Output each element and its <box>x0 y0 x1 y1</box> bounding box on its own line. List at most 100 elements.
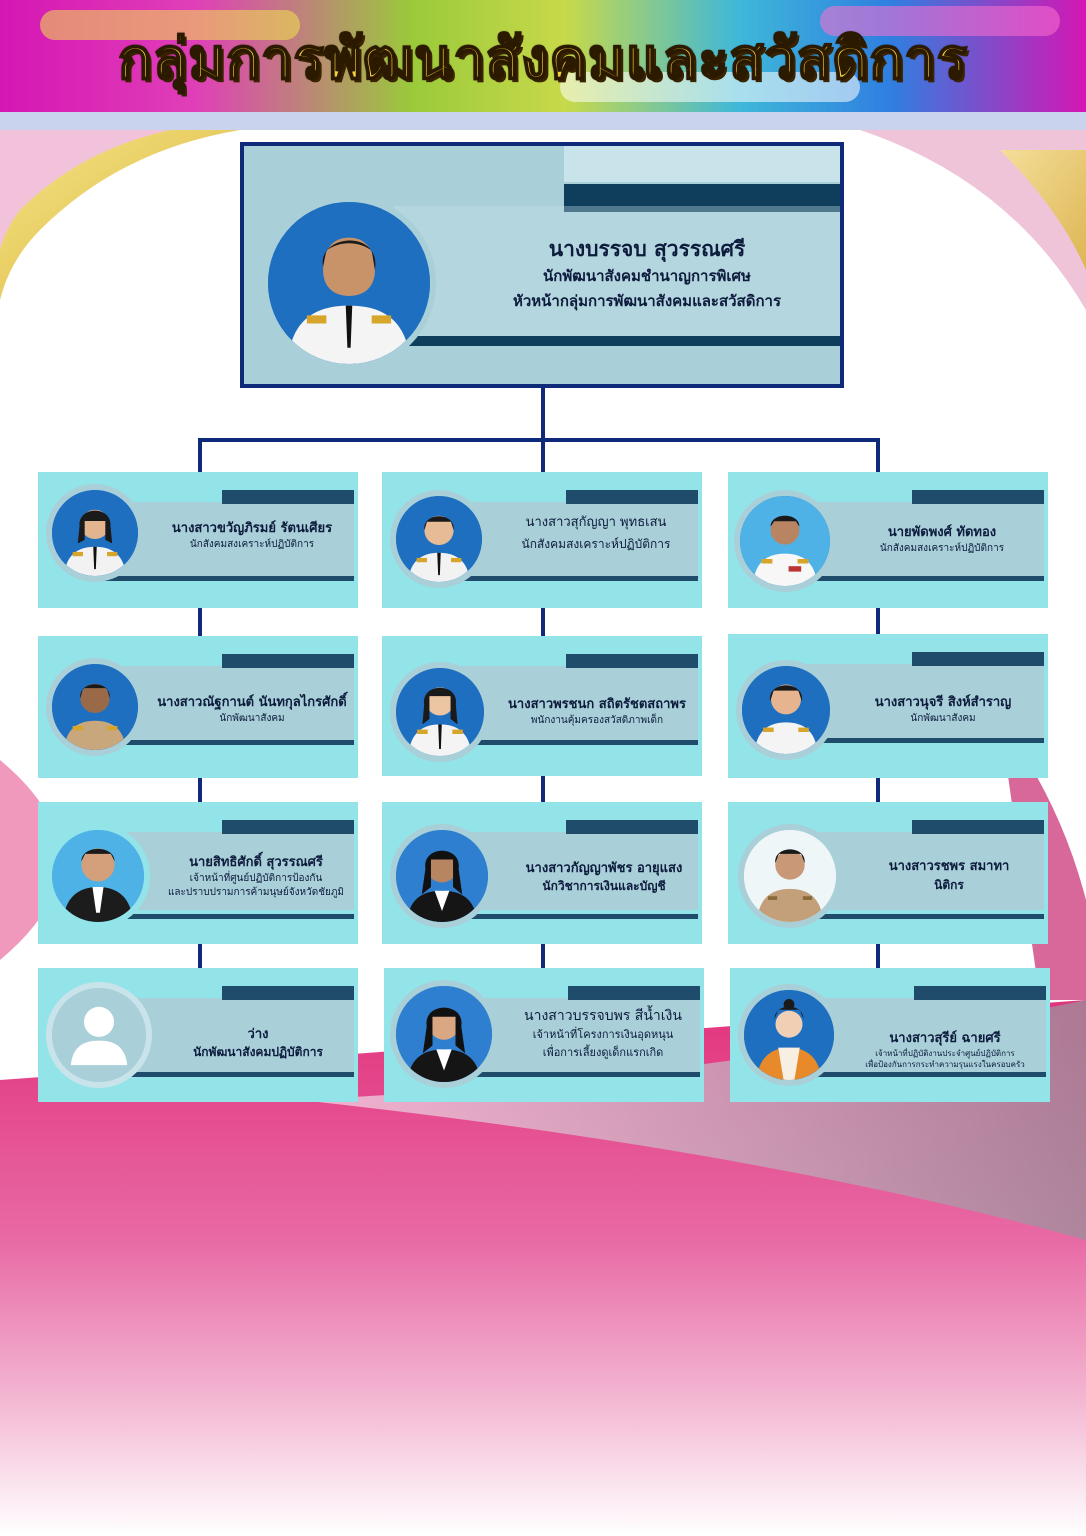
staff-name: ว่าง <box>247 1027 269 1042</box>
connector-line <box>198 438 202 472</box>
staff-portrait <box>46 658 144 756</box>
page-title: กลุ่มการพัฒนาสังคมและสวัสดิการ <box>117 26 968 93</box>
staff-text: นายพัดพงศ์ ทัดทอง นักสังคมสงเคราะห์ปฏิบั… <box>840 524 1044 556</box>
staff-card: นางสาวกัญญาพัชร อายุแสง นักวิชาการเงินแล… <box>382 802 702 944</box>
staff-portrait <box>738 824 842 928</box>
header-paint-streak <box>560 72 860 102</box>
staff-card: นายพัดพงศ์ ทัดทอง นักสังคมสงเคราะห์ปฏิบั… <box>728 472 1048 608</box>
person-photo-icon <box>52 490 138 576</box>
card-bar <box>442 740 698 745</box>
card-bar <box>788 738 1044 743</box>
staff-card: นางสาวขวัญภิรมย์ รัตนเศียร นักสังคมสงเคร… <box>38 472 358 608</box>
card-bar <box>444 1072 700 1077</box>
staff-position: นักพัฒนาสังคมปฏิบัติการ <box>193 1045 323 1059</box>
staff-position: เพื่อการเลี้ยงดูเด็กแรกเกิด <box>542 1046 664 1059</box>
connector-line <box>198 778 202 802</box>
card-bar <box>98 914 354 919</box>
staff-text: นางสาวสุรีย์ ฉายศรี เจ้าหน้าที่ปฏิบัติงา… <box>842 1030 1048 1070</box>
staff-position: พนักงานคุ้มครองสวัสดิภาพเด็ก <box>530 715 664 726</box>
staff-portrait <box>738 984 840 1086</box>
staff-position: นักวิชาการเงินและบัญชี <box>542 879 666 893</box>
person-photo-icon <box>268 202 430 364</box>
card-bar <box>98 740 354 745</box>
connector-line <box>876 438 880 472</box>
head-card-stripe <box>564 184 840 212</box>
person-photo-icon <box>52 830 144 922</box>
person-photo-icon <box>396 668 484 756</box>
card-tab <box>568 986 700 1000</box>
staff-text: ว่าง นักพัฒนาสังคมปฏิบัติการ <box>158 1026 358 1060</box>
head-card: นางบรรจบ สุวรรณศรี นักพัฒนาสังคมชำนาญการ… <box>240 142 844 388</box>
org-chart: นางบรรจบ สุวรรณศรี นักพัฒนาสังคมชำนาญการ… <box>38 142 1050 1102</box>
connector-line <box>541 944 545 968</box>
card-tab <box>566 820 698 834</box>
staff-position: นักสังคมสงเคราะห์ปฏิบัติการ <box>879 543 1005 554</box>
head-portrait <box>262 196 436 370</box>
person-photo-icon <box>742 666 830 754</box>
card-tab <box>912 820 1044 834</box>
head-card-stripe <box>564 146 840 182</box>
staff-text: นางสาวณัฐกานต์ นันทกุลไกรศักดิ์ นักพัฒนา… <box>150 694 354 726</box>
person-photo-icon <box>396 830 488 922</box>
card-bar <box>788 576 1044 581</box>
staff-card: ว่าง นักพัฒนาสังคมปฏิบัติการ <box>38 968 358 1102</box>
staff-position: นักพัฒนาสังคม <box>219 713 285 724</box>
header-banner: กลุ่มการพัฒนาสังคมและสวัสดิการ <box>0 0 1086 112</box>
user-placeholder-icon <box>52 988 146 1082</box>
staff-name: นางสาวสุรีย์ ฉายศรี <box>889 1031 1001 1046</box>
person-photo-icon <box>396 986 492 1082</box>
card-tab <box>222 820 354 834</box>
head-position: หัวหน้ากลุ่มการพัฒนาสังคมและสวัสดิการ <box>512 292 782 310</box>
staff-text: นางสาวพรชนก สถิตรัชตสถาพร พนักงานคุ้มครอ… <box>496 696 698 728</box>
staff-name: นางสาวบรรจบพร สีน้ำเงิน <box>524 1008 682 1024</box>
staff-name: นางสาวพรชนก สถิตรัชตสถาพร <box>508 697 686 712</box>
staff-text: นางสาวกัญญาพัชร อายุแสง นักวิชาการเงินแล… <box>502 860 702 894</box>
card-bar <box>442 576 698 581</box>
head-name: นางบรรจบ สุวรรณศรี <box>548 236 746 261</box>
person-photo-icon <box>52 664 138 750</box>
vacant-portrait <box>46 982 152 1088</box>
connector-line <box>876 608 880 634</box>
staff-text: นางสาวบรรจบพร สีน้ำเงิน เจ้าหน้าที่โครงก… <box>502 1006 704 1062</box>
card-tab <box>566 490 698 504</box>
staff-position: และปราบปรามการค้ามนุษย์จังหวัดชัยภูมิ <box>167 887 345 898</box>
staff-portrait <box>390 980 498 1088</box>
staff-position: นิติกร <box>934 878 964 892</box>
card-tab <box>914 986 1046 1000</box>
card-tab <box>566 654 698 668</box>
staff-portrait <box>390 662 490 762</box>
staff-name: นางสาวกัญญาพัชร อายุแสง <box>525 861 683 876</box>
connector-line <box>198 608 202 636</box>
staff-card: นางสาวบรรจบพร สีน้ำเงิน เจ้าหน้าที่โครงก… <box>384 968 704 1102</box>
staff-text: นางสาวสุกัญญา พุทธเสน นักสังคมสงเคราะห์ป… <box>494 514 698 556</box>
staff-portrait <box>734 490 836 592</box>
staff-card: นางสาวสุรีย์ ฉายศรี เจ้าหน้าที่ปฏิบัติงา… <box>730 968 1050 1102</box>
staff-portrait <box>46 824 150 928</box>
staff-card: นายสิทธิศักดิ์ สุวรรณศรี เจ้าหน้าที่ศูนย… <box>38 802 358 944</box>
person-photo-icon <box>744 830 836 922</box>
staff-name: นายพัดพงศ์ ทัดทอง <box>887 525 997 540</box>
card-bar <box>98 1072 354 1077</box>
connector-line <box>541 608 545 636</box>
connector-line <box>541 776 545 802</box>
staff-name: นางสาวรชพร สมาทา <box>888 859 1010 874</box>
person-photo-icon <box>740 496 830 586</box>
staff-portrait <box>736 660 836 760</box>
card-tab <box>912 490 1044 504</box>
connector-line <box>198 438 880 442</box>
staff-position: เพื่อป้องกันการกระทำความรุนแรงในครอบครัว <box>865 1060 1025 1069</box>
card-tab <box>912 652 1044 666</box>
staff-text: นายสิทธิศักดิ์ สุวรรณศรี เจ้าหน้าที่ศูนย… <box>154 854 358 900</box>
connector-line <box>876 944 880 968</box>
card-tab <box>222 986 354 1000</box>
staff-text: นางสาวขวัญภิรมย์ รัตนเศียร นักสังคมสงเคร… <box>150 520 354 552</box>
staff-name: นายสิทธิศักดิ์ สุวรรณศรี <box>189 855 323 870</box>
person-photo-icon <box>396 496 482 582</box>
staff-position: เจ้าหน้าที่ปฏิบัติงานประจำศูนย์ปฏิบัติกา… <box>875 1049 1015 1058</box>
card-bar <box>98 576 354 581</box>
staff-position: นักสังคมสงเคราะห์ปฏิบัติการ <box>521 537 671 551</box>
card-bar <box>788 914 1044 919</box>
connector-line <box>541 388 545 440</box>
connector-line <box>198 944 202 968</box>
staff-card: นางสาวสุกัญญา พุทธเสน นักสังคมสงเคราะห์ป… <box>382 472 702 608</box>
